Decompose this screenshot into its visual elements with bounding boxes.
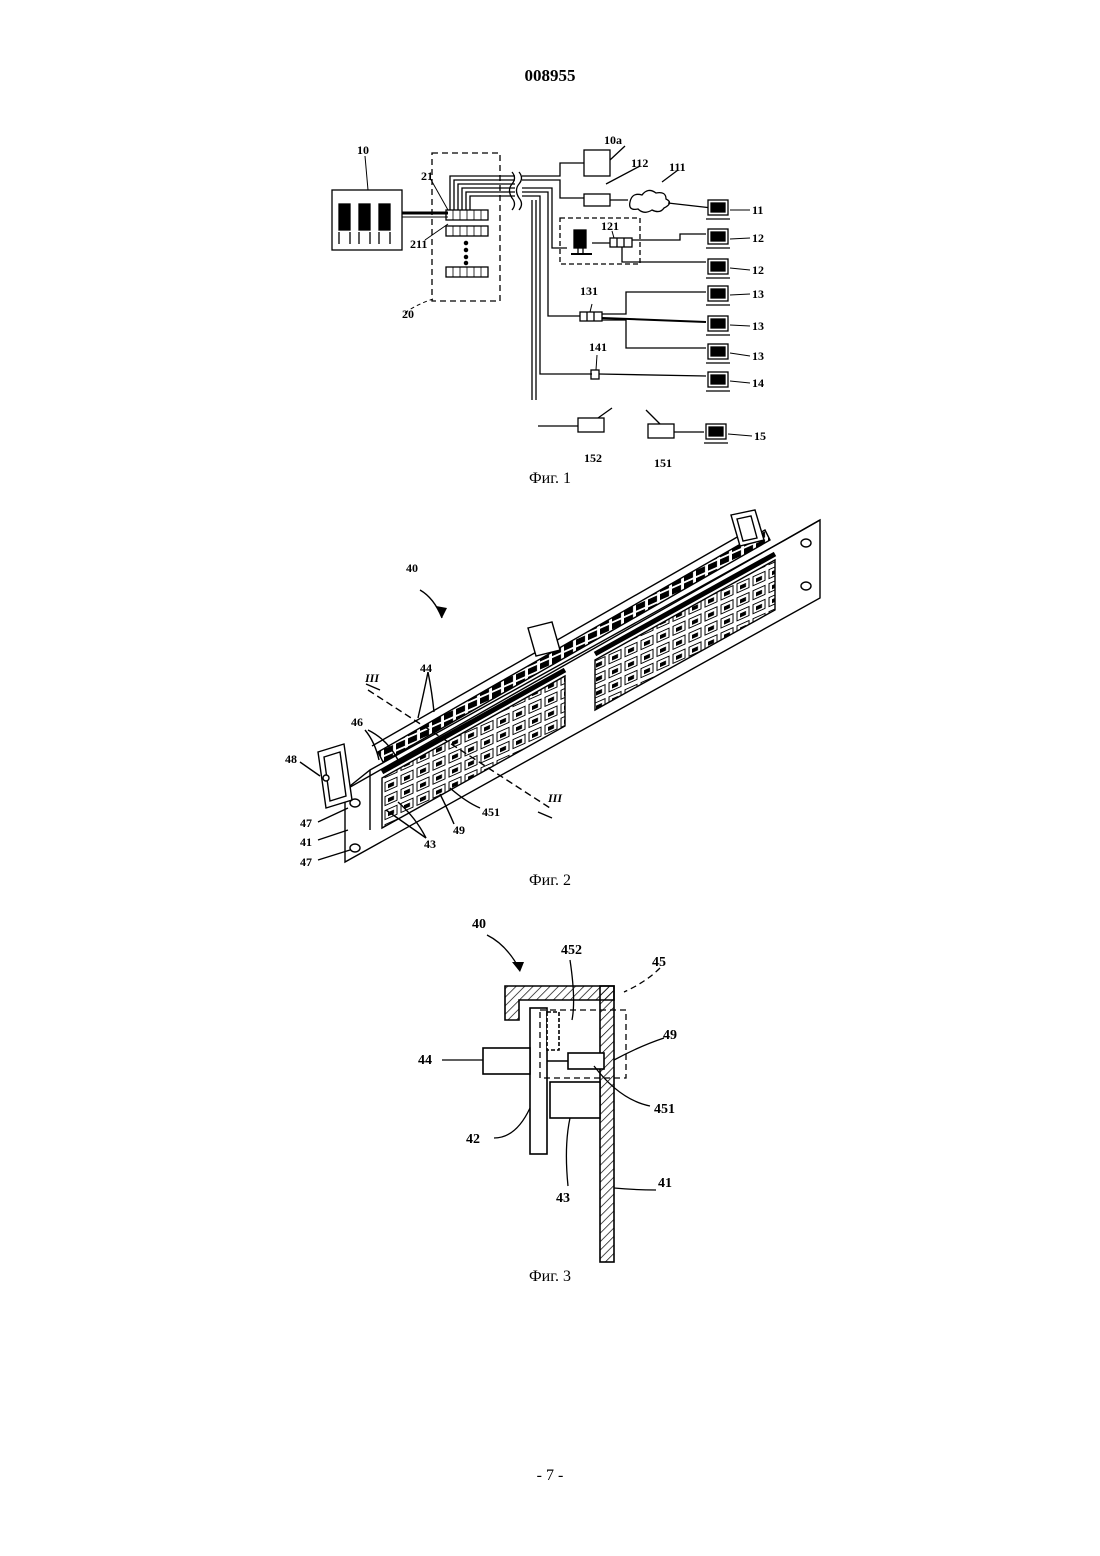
label-43: 43 (556, 1191, 570, 1206)
figure-3-caption: Фиг. 3 (0, 1268, 1100, 1286)
label-49: 49 (663, 1028, 677, 1043)
label-41: 41 (658, 1176, 672, 1191)
part-452 (547, 1012, 559, 1050)
label-45: 45 (652, 955, 666, 970)
part-49 (568, 1053, 604, 1069)
label-40: 40 (472, 917, 486, 932)
page-number: - 7 - (0, 1467, 1100, 1485)
label-451: 451 (654, 1102, 675, 1117)
board-42 (530, 1008, 547, 1154)
label-452: 452 (561, 943, 582, 958)
front-plate-41 (600, 986, 614, 1262)
part-43 (550, 1082, 600, 1118)
label-42: 42 (466, 1132, 480, 1147)
part-44 (483, 1048, 530, 1074)
label-44: 44 (418, 1053, 432, 1068)
